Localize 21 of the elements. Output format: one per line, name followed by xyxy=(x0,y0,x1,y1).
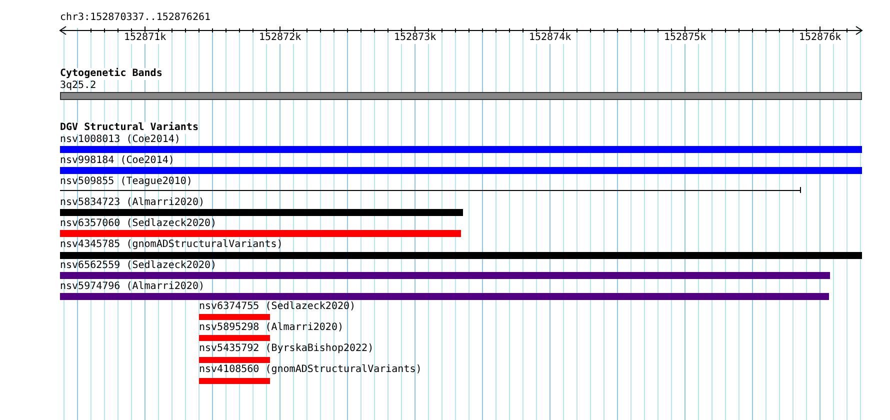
tick-label: 152874k xyxy=(529,32,572,44)
variant-label: nsv4108560 (gnomADStructuralVariants) xyxy=(199,364,422,376)
variant-label: nsv6357060 (Sedlazeck2020) xyxy=(60,218,217,230)
band-label: 3q25.2 xyxy=(60,80,96,92)
track-heading: Cytogenetic Bands xyxy=(60,68,162,80)
variant-label: nsv509855 (Teague2010) xyxy=(60,176,192,188)
variant-label: nsv6562559 (Sedlazeck2020) xyxy=(60,260,217,272)
variant-label: nsv5895298 (Almarri2020) xyxy=(199,322,344,334)
variant-label: nsv5834723 (Almarri2020) xyxy=(60,197,204,209)
track-heading: DGV Structural Variants xyxy=(60,122,198,134)
variant-label: nsv5435792 (ByrskaBishop2022) xyxy=(199,343,374,355)
variant-label: nsv5974796 (Almarri2020) xyxy=(60,281,204,293)
variant-label: nsv998184 (Coe2014) xyxy=(60,155,174,167)
tick-label: 152875k xyxy=(664,32,706,44)
tick-label: 152871k xyxy=(124,32,166,44)
variant-label: nsv4345785 (gnomADStructuralVariants) xyxy=(60,239,283,251)
variant-label: nsv1008013 (Coe2014) xyxy=(60,134,180,146)
tick-label: 152873k xyxy=(394,32,436,44)
tick-label: 152876k xyxy=(799,32,842,44)
tick-label: 152872k xyxy=(259,32,302,44)
variant-label: nsv6374755 (Sedlazeck2020) xyxy=(199,301,356,313)
